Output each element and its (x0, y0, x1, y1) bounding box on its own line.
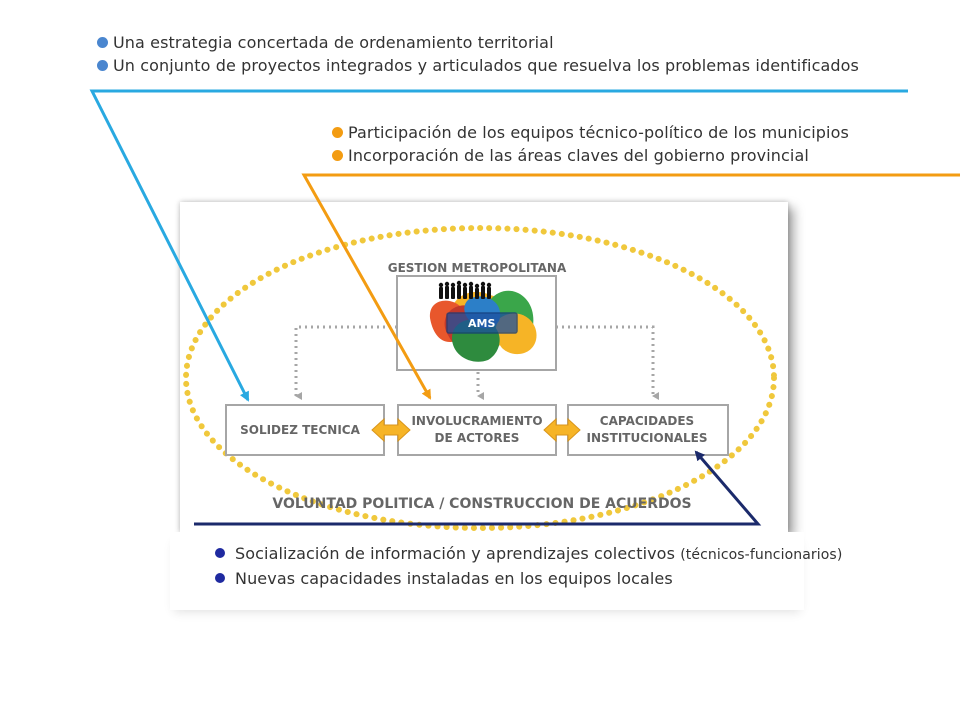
involucramiento-label-1: INVOLUCRAMIENTO (411, 414, 542, 428)
svg-text:AMS: AMS (468, 317, 495, 330)
blue-connector-line (89, 89, 908, 402)
blue-bullet-icon (97, 60, 108, 71)
mid-bullet-list: Participación de los equipos técnico-pol… (332, 121, 849, 167)
orange-connector-line (301, 173, 960, 400)
navy-connector-line (194, 450, 762, 526)
voluntad-label: VOLUNTAD POLITICA / CONSTRUCCION DE ACUE… (272, 496, 691, 512)
capacidades-label-2: INSTITUCIONALES (586, 431, 707, 445)
top-bullet-list: Una estrategia concertada de ordenamient… (97, 31, 859, 77)
mid-bullet-1: Participación de los equipos técnico-pol… (332, 121, 849, 144)
dotted-connectors (294, 325, 659, 400)
navy-bullet-icon (215, 548, 225, 558)
bottom-bullet-list: Socialización de información y aprendiza… (215, 542, 842, 590)
capacidades-box (567, 404, 729, 456)
bottom-text-panel (170, 532, 804, 610)
bottom-bullet-1: Socialización de información y aprendiza… (215, 542, 842, 567)
double-arrow-left-icon (371, 417, 411, 443)
top-bullet-2: Un conjunto de proyectos integrados y ar… (97, 54, 859, 77)
ams-logo: AMS (429, 280, 537, 362)
involucramiento-box (397, 404, 557, 456)
top-bullet-1: Una estrategia concertada de ordenamient… (97, 31, 859, 54)
orange-bullet-icon (332, 150, 343, 161)
solidez-label: SOLIDEZ TECNICA (240, 423, 360, 437)
gestion-title: GESTION METROPOLITANA (388, 261, 567, 275)
blue-bullet-icon (97, 37, 108, 48)
involucramiento-label-2: DE ACTORES (435, 431, 520, 445)
orange-bullet-icon (332, 127, 343, 138)
mid-bullet-2: Incorporación de las áreas claves del go… (332, 144, 849, 167)
double-arrow-right-icon (543, 417, 581, 443)
navy-bullet-icon (215, 573, 225, 583)
dotted-ellipse (183, 225, 777, 531)
bottom-bullet-2: Nuevas capacidades instaladas en los equ… (215, 567, 842, 590)
capacidades-label-1: CAPACIDADES (600, 414, 694, 428)
